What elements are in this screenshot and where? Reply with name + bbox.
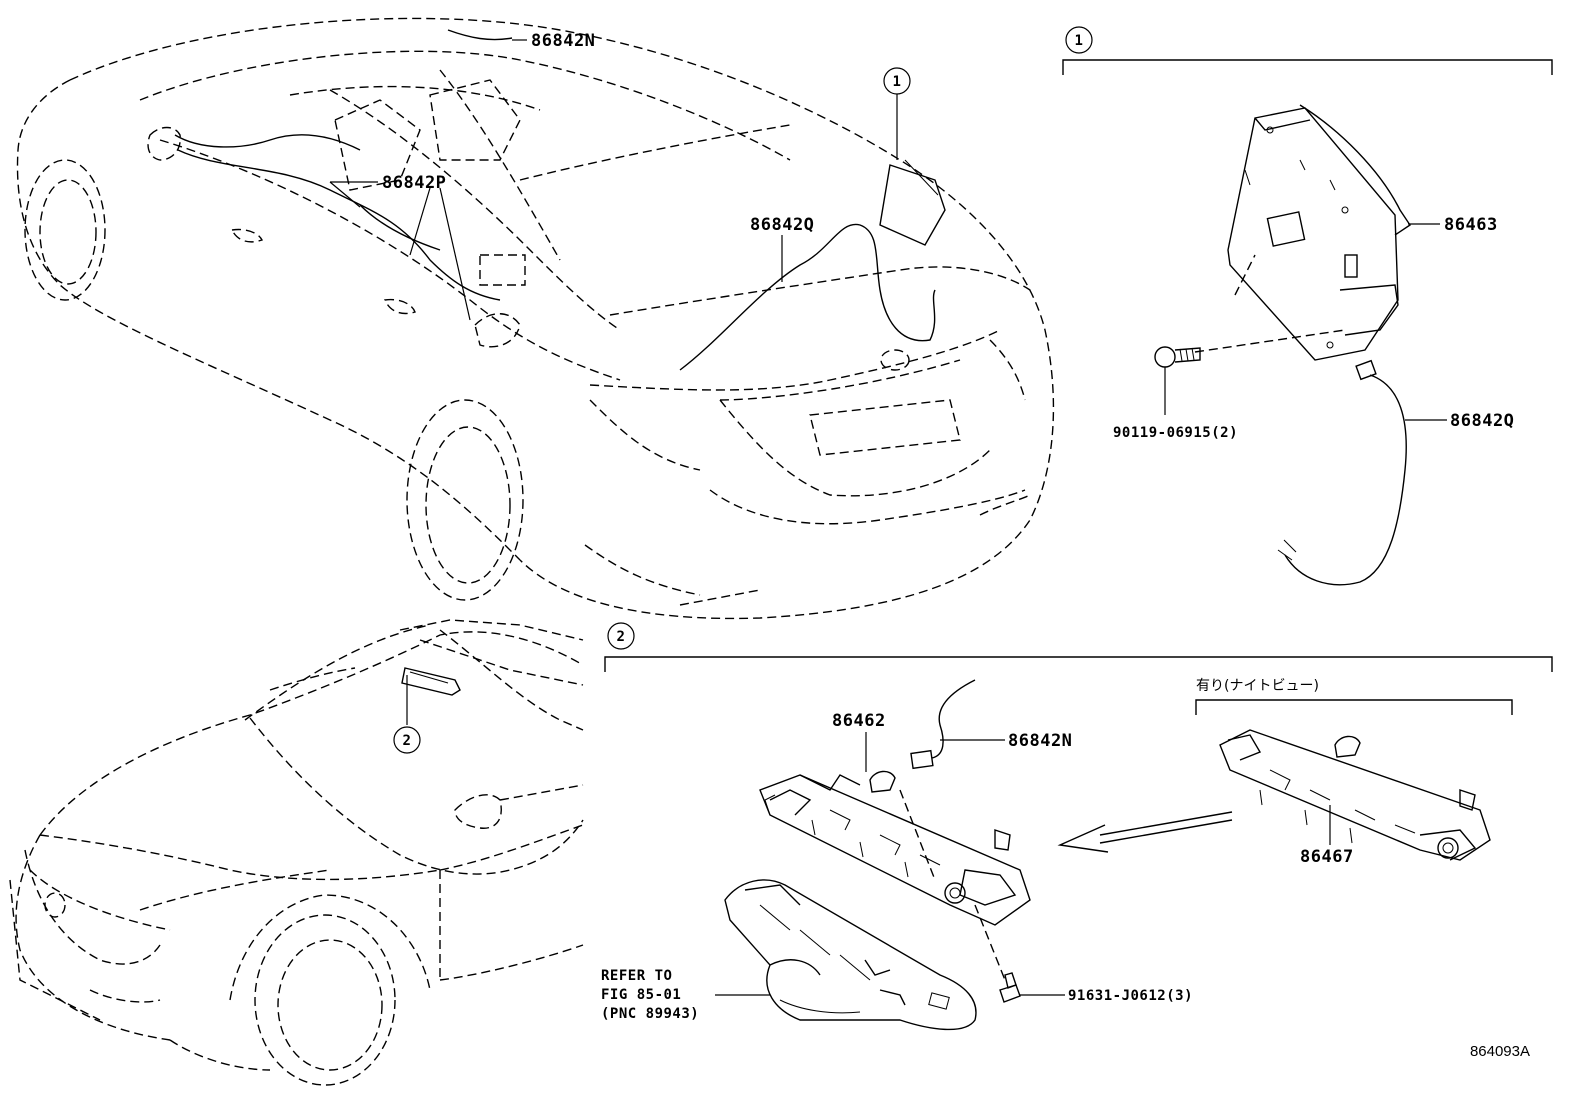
front-car-illustration: 2: [9, 619, 584, 1086]
svg-text:91631-J0612(3): 91631-J0612(3): [1068, 988, 1193, 1004]
mount-cover: [724, 879, 977, 1031]
svg-text:86462: 86462: [832, 711, 886, 731]
variant-86467: 有り(ナイトビュー) 86467: [1195, 678, 1513, 867]
cable-86842Q: 86842Q: [1277, 359, 1514, 586]
svg-text:86842N: 86842N: [1008, 731, 1072, 751]
svg-text:86463: 86463: [1444, 215, 1498, 235]
label-86842P: 86842P: [329, 173, 471, 321]
svg-text:REFER TO: REFER TO: [601, 968, 672, 984]
svg-text:86467: 86467: [1300, 847, 1354, 867]
label-86842Q-car: 86842Q: [750, 215, 814, 282]
camera-unit-86462: [759, 770, 1031, 926]
detail-panel-1: 1 86463 90119-06915(2): [1062, 26, 1553, 586]
svg-text:86842Q: 86842Q: [750, 215, 814, 235]
ecu-86463: [1227, 104, 1411, 361]
svg-text:86842P: 86842P: [382, 173, 446, 193]
replacement-arrow: [1057, 811, 1233, 853]
rear-car-illustration: [16, 17, 1055, 620]
svg-text:2: 2: [403, 733, 412, 749]
bolt-90119: 90119-06915(2): [1113, 346, 1238, 441]
cable-86842N: 86842N: [910, 679, 1072, 770]
callout-1-car: 1: [883, 67, 911, 160]
label-86842N-top: 86842N: [512, 31, 595, 51]
svg-text:有り(ナイトビュー): 有り(ナイトビュー): [1196, 678, 1319, 694]
svg-text:90119-06915(2): 90119-06915(2): [1113, 425, 1238, 441]
svg-text:FIG 85-01: FIG 85-01: [601, 987, 681, 1003]
screw-91631: 91631-J0612(3): [999, 972, 1193, 1004]
svg-text:1: 1: [1075, 33, 1084, 49]
svg-text:(PNC 89943): (PNC 89943): [601, 1006, 699, 1022]
svg-text:86842N: 86842N: [531, 31, 595, 51]
svg-text:86842Q: 86842Q: [1450, 411, 1514, 431]
detail-panel-2: 2 86462 86842N: [601, 622, 1553, 1031]
figure-number: 864093A: [1470, 1043, 1530, 1060]
svg-text:1: 1: [893, 74, 902, 90]
svg-text:2: 2: [617, 629, 626, 645]
